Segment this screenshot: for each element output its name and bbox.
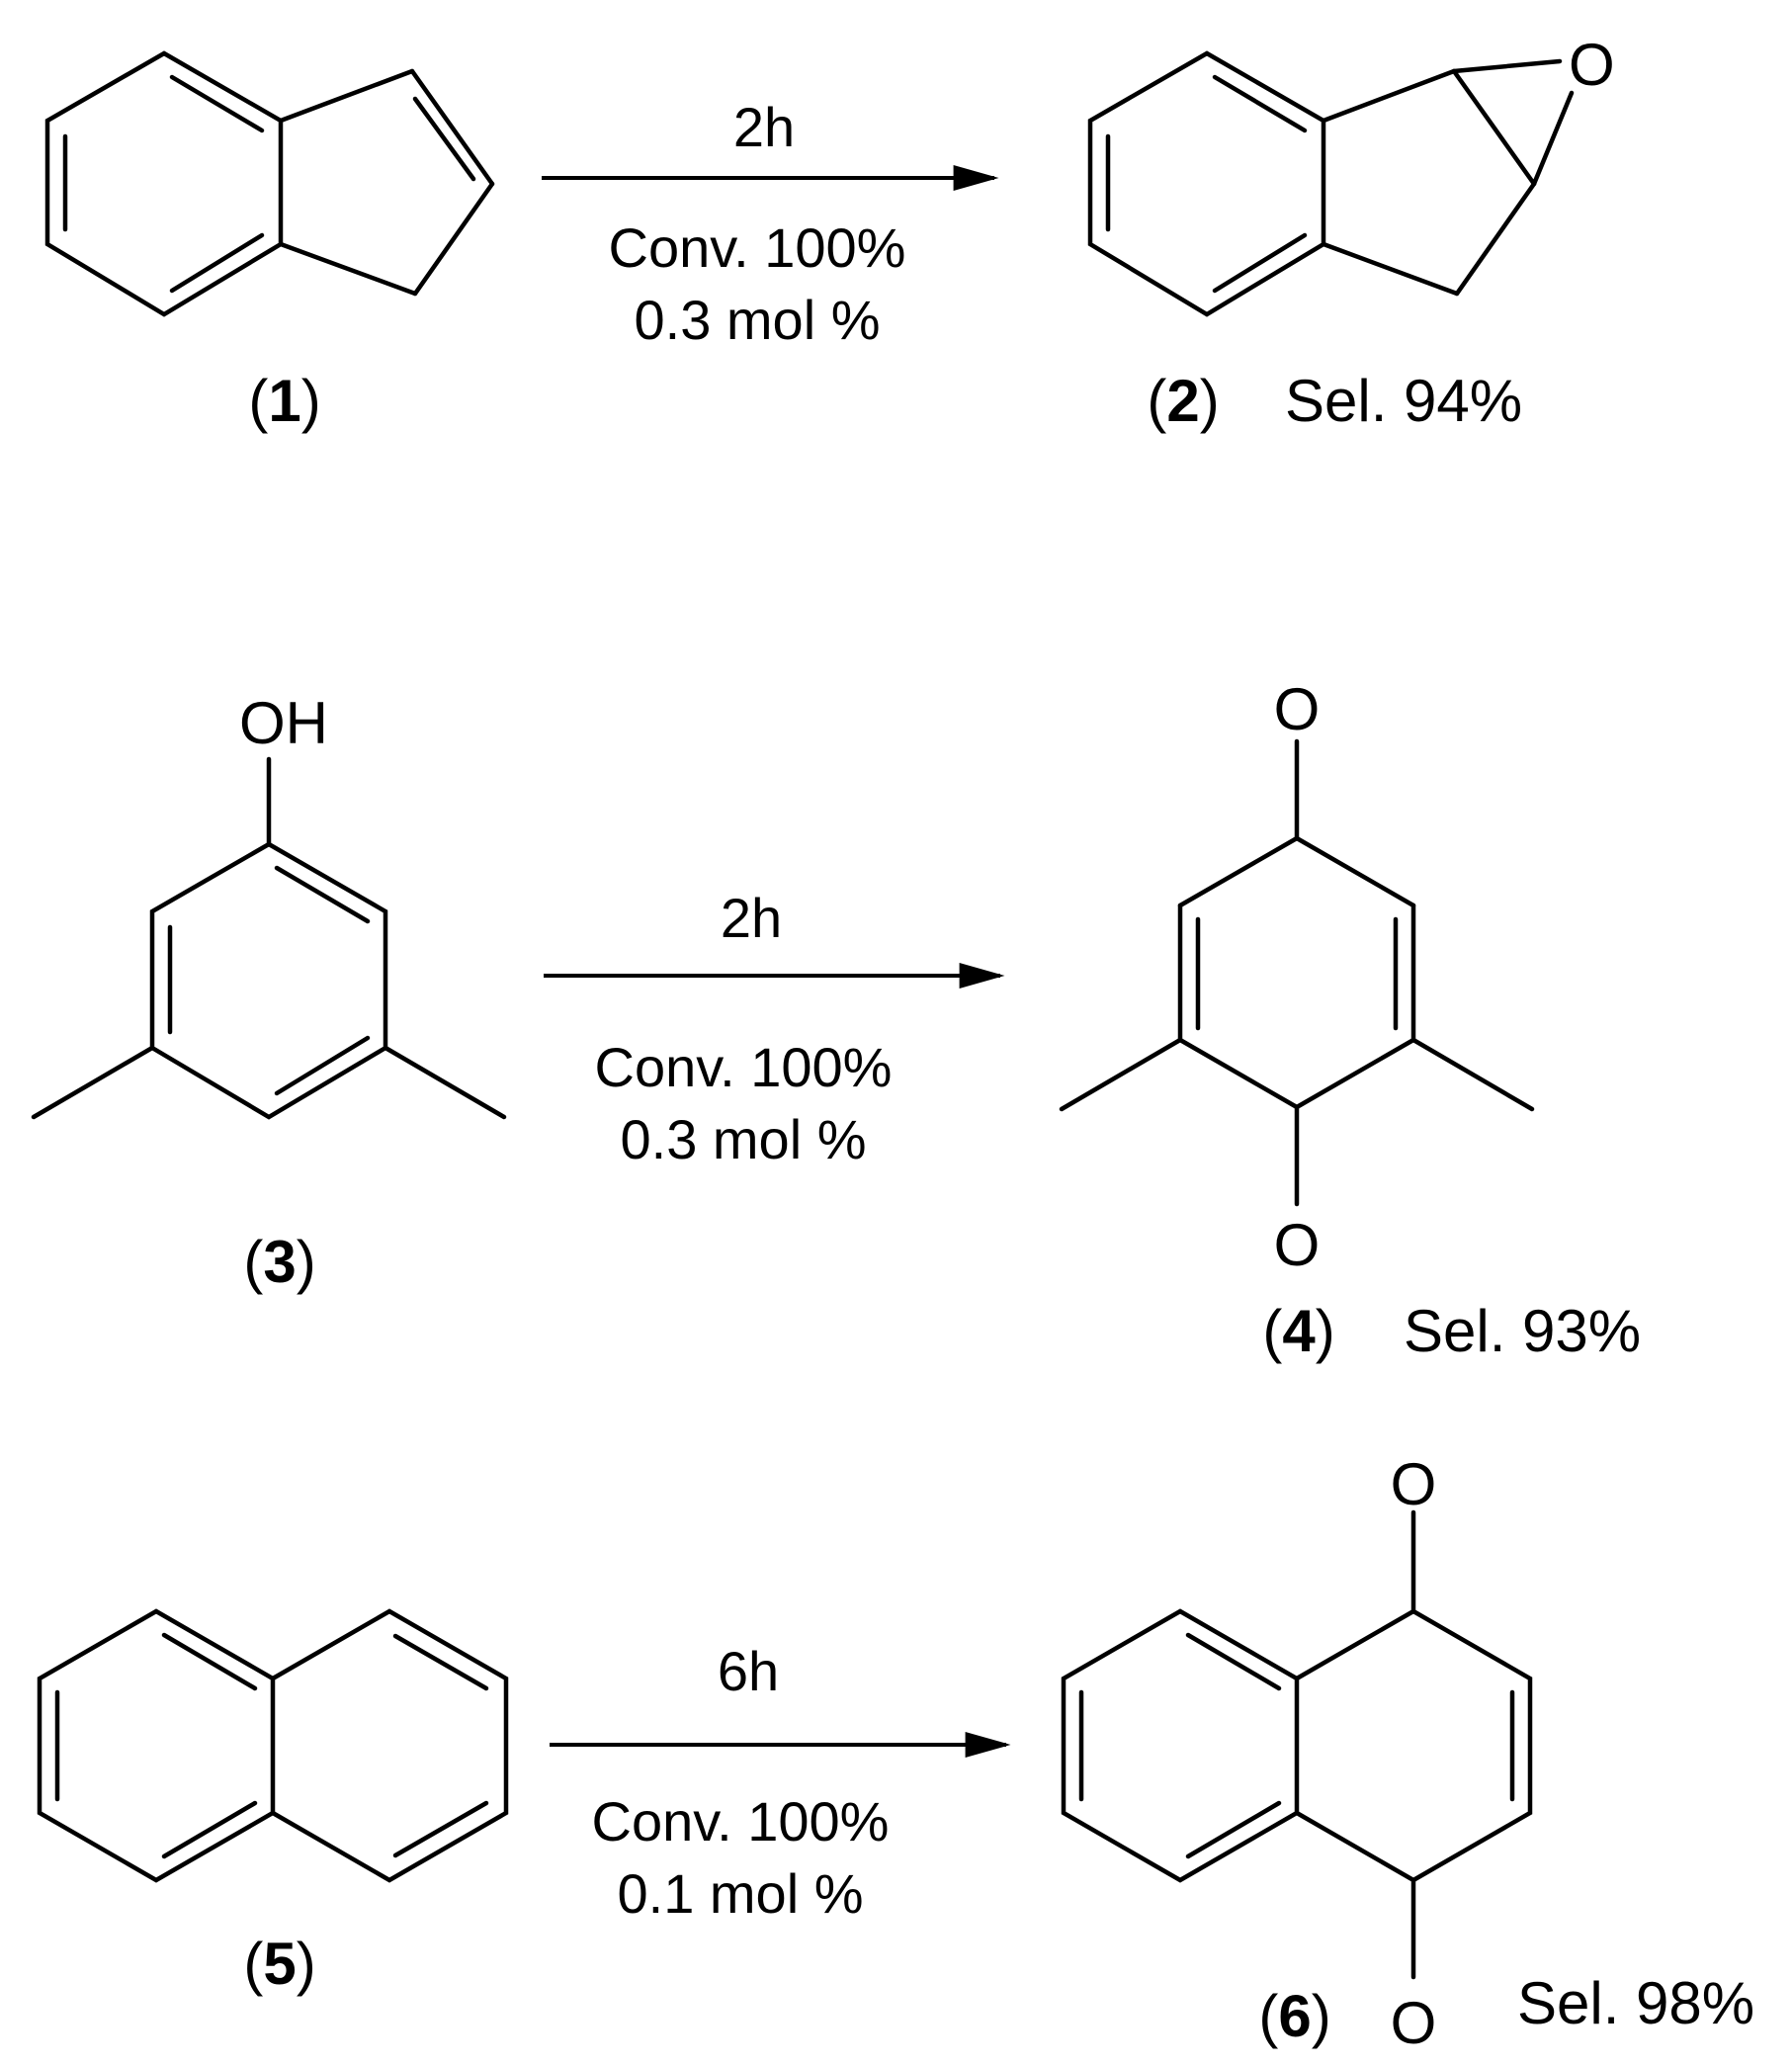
conversion-label-2: Conv. 100% [595,1036,893,1098]
indene-structure [44,50,495,317]
compound-label-4: (4) [1262,1298,1334,1364]
compound-label-3: (3) [243,1229,315,1295]
loading-label-3: 0.1 mol % [618,1862,864,1925]
selectivity-label-6: Sel. 98% [1517,1970,1754,2036]
dimethylbenzoquinone-structure [1059,738,1535,1207]
quinone-oxygen-bottom-label-4: O [1274,1212,1321,1278]
selectivity-label-2: Sel. 94% [1285,368,1522,434]
hydroxyl-label: OH [239,690,328,756]
compound-label-2: (2) [1147,368,1219,434]
naphthoquinone-structure [1061,1509,1533,1980]
compound-label-1: (1) [248,368,320,434]
compound-label-6: (6) [1258,1983,1330,2049]
conversion-label-1: Conv. 100% [609,216,906,279]
loading-label-2: 0.3 mol % [621,1108,867,1170]
epoxide-oxygen-label: O [1569,32,1615,98]
compound-label-5: (5) [243,1931,315,1997]
time-label-3: 6h [718,1640,779,1702]
quinone-oxygen-top-label-4: O [1274,676,1321,742]
time-label-1: 2h [733,96,795,158]
quinone-oxygen-bottom-label-6: O [1391,1990,1437,2056]
dimethylphenol-structure [31,756,507,1120]
quinone-oxygen-top-label-6: O [1391,1451,1437,1517]
selectivity-label-4: Sel. 93% [1404,1298,1641,1364]
naphthalene-structure [37,1608,509,1883]
conversion-label-3: Conv. 100% [592,1790,890,1852]
indene-oxide-structure [1087,50,1575,317]
time-label-2: 2h [721,887,782,949]
loading-label-1: 0.3 mol % [635,289,881,351]
